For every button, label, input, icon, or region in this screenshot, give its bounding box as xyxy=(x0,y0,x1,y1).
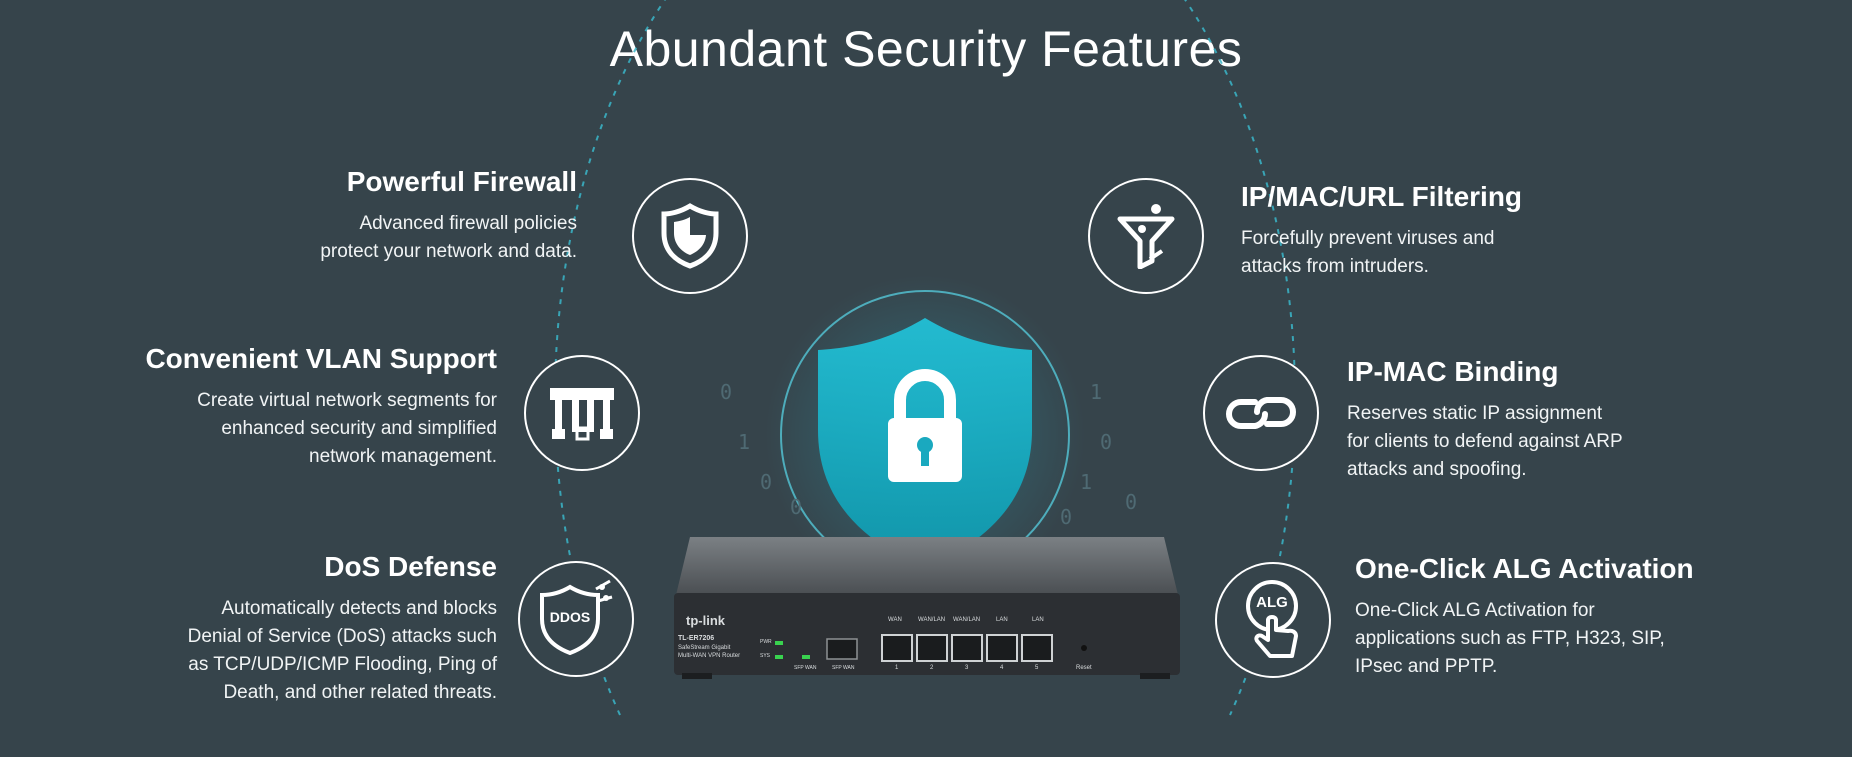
router-brand: tp-link xyxy=(686,613,725,628)
feature-desc-line: IPsec and PPTP. xyxy=(1355,656,1498,677)
alg-hand-icon: ALG xyxy=(1238,580,1308,660)
binary-decoration: 1 xyxy=(1090,380,1103,404)
sfp-port xyxy=(826,638,858,660)
feature-desc-line: Denial of Service (DoS) attacks such xyxy=(187,626,497,647)
router-model: TL-ER7206 xyxy=(678,635,715,642)
binary-decoration: 0 xyxy=(1125,490,1138,514)
port-number-2: 2 xyxy=(930,665,934,671)
firewall-icon-circle xyxy=(632,178,748,294)
led-label-pwr: PWR xyxy=(760,639,772,645)
feature-desc-line: Automatically detects and blocks xyxy=(221,598,497,619)
reset-button xyxy=(1081,645,1087,651)
feature-ip-mac-binding: IP-MAC Binding Reserves static IP assign… xyxy=(1347,356,1767,484)
feature-desc-line: Reserves static IP assignment xyxy=(1347,403,1603,424)
sfp-led-label: SFP WAN xyxy=(794,665,817,671)
feature-desc-line: Forcefully prevent viruses and xyxy=(1241,228,1495,249)
feature-title: DoS Defense xyxy=(324,551,497,582)
feature-desc-line: attacks and spoofing. xyxy=(1347,459,1527,480)
pwr-led xyxy=(775,641,783,645)
feature-one-click-alg: One-Click ALG Activation One-Click ALG A… xyxy=(1355,553,1815,681)
feature-dos-defense: DoS Defense Automatically detects and bl… xyxy=(0,551,497,707)
feature-desc-line: Create virtual network segments for xyxy=(197,390,497,411)
filtering-icon-circle xyxy=(1088,178,1204,294)
reset-label: Reset xyxy=(1076,665,1092,671)
feature-desc-line: as TCP/UDP/ICMP Flooding, Ping of xyxy=(188,654,497,675)
ddos-label: DDOS xyxy=(549,609,591,625)
lock-icon xyxy=(888,369,962,482)
port-label-3: WAN/LAN xyxy=(953,617,981,623)
port-label-5: LAN xyxy=(1032,617,1044,623)
port-label-1: WAN xyxy=(888,617,902,623)
binary-decoration: 1 xyxy=(738,430,751,454)
port-number-4: 4 xyxy=(1000,665,1004,671)
chain-link-icon xyxy=(1226,397,1296,429)
page-title: Abundant Security Features xyxy=(609,21,1243,77)
alg-label: ALG xyxy=(1256,594,1288,611)
feature-vlan-support: Convenient VLAN Support Create virtual n… xyxy=(0,343,497,471)
router-desc-2: Multi-WAN VPN Router xyxy=(678,653,741,659)
port-label-2: WAN/LAN xyxy=(918,617,946,623)
feature-ip-mac-url-filtering: IP/MAC/URL Filtering Forcefully prevent … xyxy=(1241,181,1661,281)
feature-desc-line: attacks from intruders. xyxy=(1241,256,1429,277)
feature-desc-line: protect your network and data. xyxy=(320,241,577,262)
feature-title: IP-MAC Binding xyxy=(1347,356,1559,387)
feature-desc-line: applications such as FTP, H323, SIP, xyxy=(1355,628,1665,649)
alg-icon-circle: ALG xyxy=(1215,562,1331,678)
port-number-3: 3 xyxy=(965,665,969,671)
feature-desc-line: network management. xyxy=(309,446,497,467)
feature-title: IP/MAC/URL Filtering xyxy=(1241,181,1523,212)
binding-icon-circle xyxy=(1203,355,1319,471)
network-tree-icon xyxy=(550,388,614,441)
binary-decoration: 0 xyxy=(720,380,733,404)
feature-desc-line: One-Click ALG Activation for xyxy=(1355,600,1595,621)
sfp-port-label: SFP WAN xyxy=(832,665,855,671)
binary-decoration: 0 xyxy=(1060,505,1073,529)
vlan-icon-circle xyxy=(524,355,640,471)
binary-decoration: 0 xyxy=(760,470,773,494)
feature-title: Powerful Firewall xyxy=(346,166,577,197)
feature-title: Convenient VLAN Support xyxy=(145,343,497,374)
feature-powerful-firewall: Powerful Firewall Advanced firewall poli… xyxy=(157,166,577,266)
sfp-led xyxy=(802,655,810,659)
shield-icon xyxy=(661,203,719,269)
binary-decoration: 1 xyxy=(1080,470,1093,494)
port-number-1: 1 xyxy=(895,665,899,671)
router-desc-1: SafeStream Gigabit xyxy=(678,645,731,651)
feature-desc-line: enhanced security and simplified xyxy=(221,418,497,439)
filter-funnel-icon xyxy=(1117,204,1175,269)
led-label-sys: SYS xyxy=(760,653,771,659)
feature-desc-line: Death, and other related threats. xyxy=(223,682,497,703)
feature-desc-line: for clients to defend against ARP xyxy=(1347,431,1623,452)
security-shield-graphic xyxy=(765,275,1085,595)
binary-decoration: 0 xyxy=(790,495,803,519)
port-number-5: 5 xyxy=(1035,665,1039,671)
feature-title: One-Click ALG Activation xyxy=(1355,553,1694,584)
ethernet-ports xyxy=(881,634,1053,662)
feature-desc-line: Advanced firewall policies xyxy=(359,213,577,234)
dos-icon-circle: DDOS xyxy=(518,561,634,677)
sys-led xyxy=(775,655,783,659)
router-image: tp-link TL-ER7206 SafeStream Gigabit Mul… xyxy=(674,537,1180,679)
ddos-shield-icon: DDOS xyxy=(536,579,616,659)
port-label-4: LAN xyxy=(996,617,1008,623)
binary-decoration: 0 xyxy=(1100,430,1113,454)
